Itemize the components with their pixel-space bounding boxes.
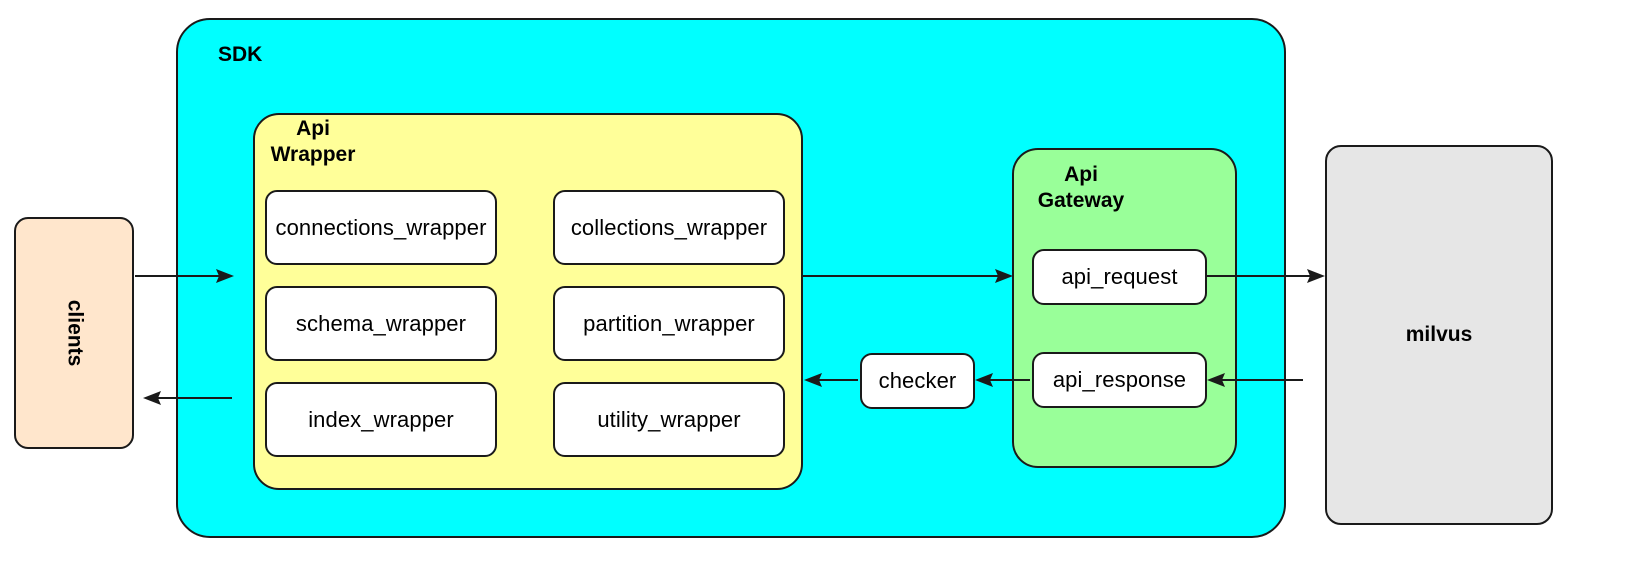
api-response-node[interactable]: api_response: [1032, 352, 1207, 408]
module-schema-wrapper[interactable]: schema_wrapper: [265, 286, 497, 361]
clients-label: clients: [63, 299, 86, 367]
api-gateway-container: [1012, 148, 1237, 468]
milvus-label: milvus: [1405, 323, 1473, 346]
clients-node[interactable]: clients: [14, 217, 134, 449]
api-request-node[interactable]: api_request: [1032, 249, 1207, 305]
api-wrapper-label: Api Wrapper: [270, 117, 356, 166]
module-connections-wrapper[interactable]: connections_wrapper: [265, 190, 497, 265]
sdk-label: SDK: [218, 43, 263, 66]
module-index-wrapper[interactable]: index_wrapper: [265, 382, 497, 457]
milvus-node[interactable]: milvus: [1325, 145, 1553, 525]
api-gateway-label: Api Gateway: [1037, 163, 1125, 212]
checker-node[interactable]: checker: [860, 353, 975, 409]
module-utility-wrapper[interactable]: utility_wrapper: [553, 382, 785, 457]
module-partition-wrapper[interactable]: partition_wrapper: [553, 286, 785, 361]
module-collections-wrapper[interactable]: collections_wrapper: [553, 190, 785, 265]
